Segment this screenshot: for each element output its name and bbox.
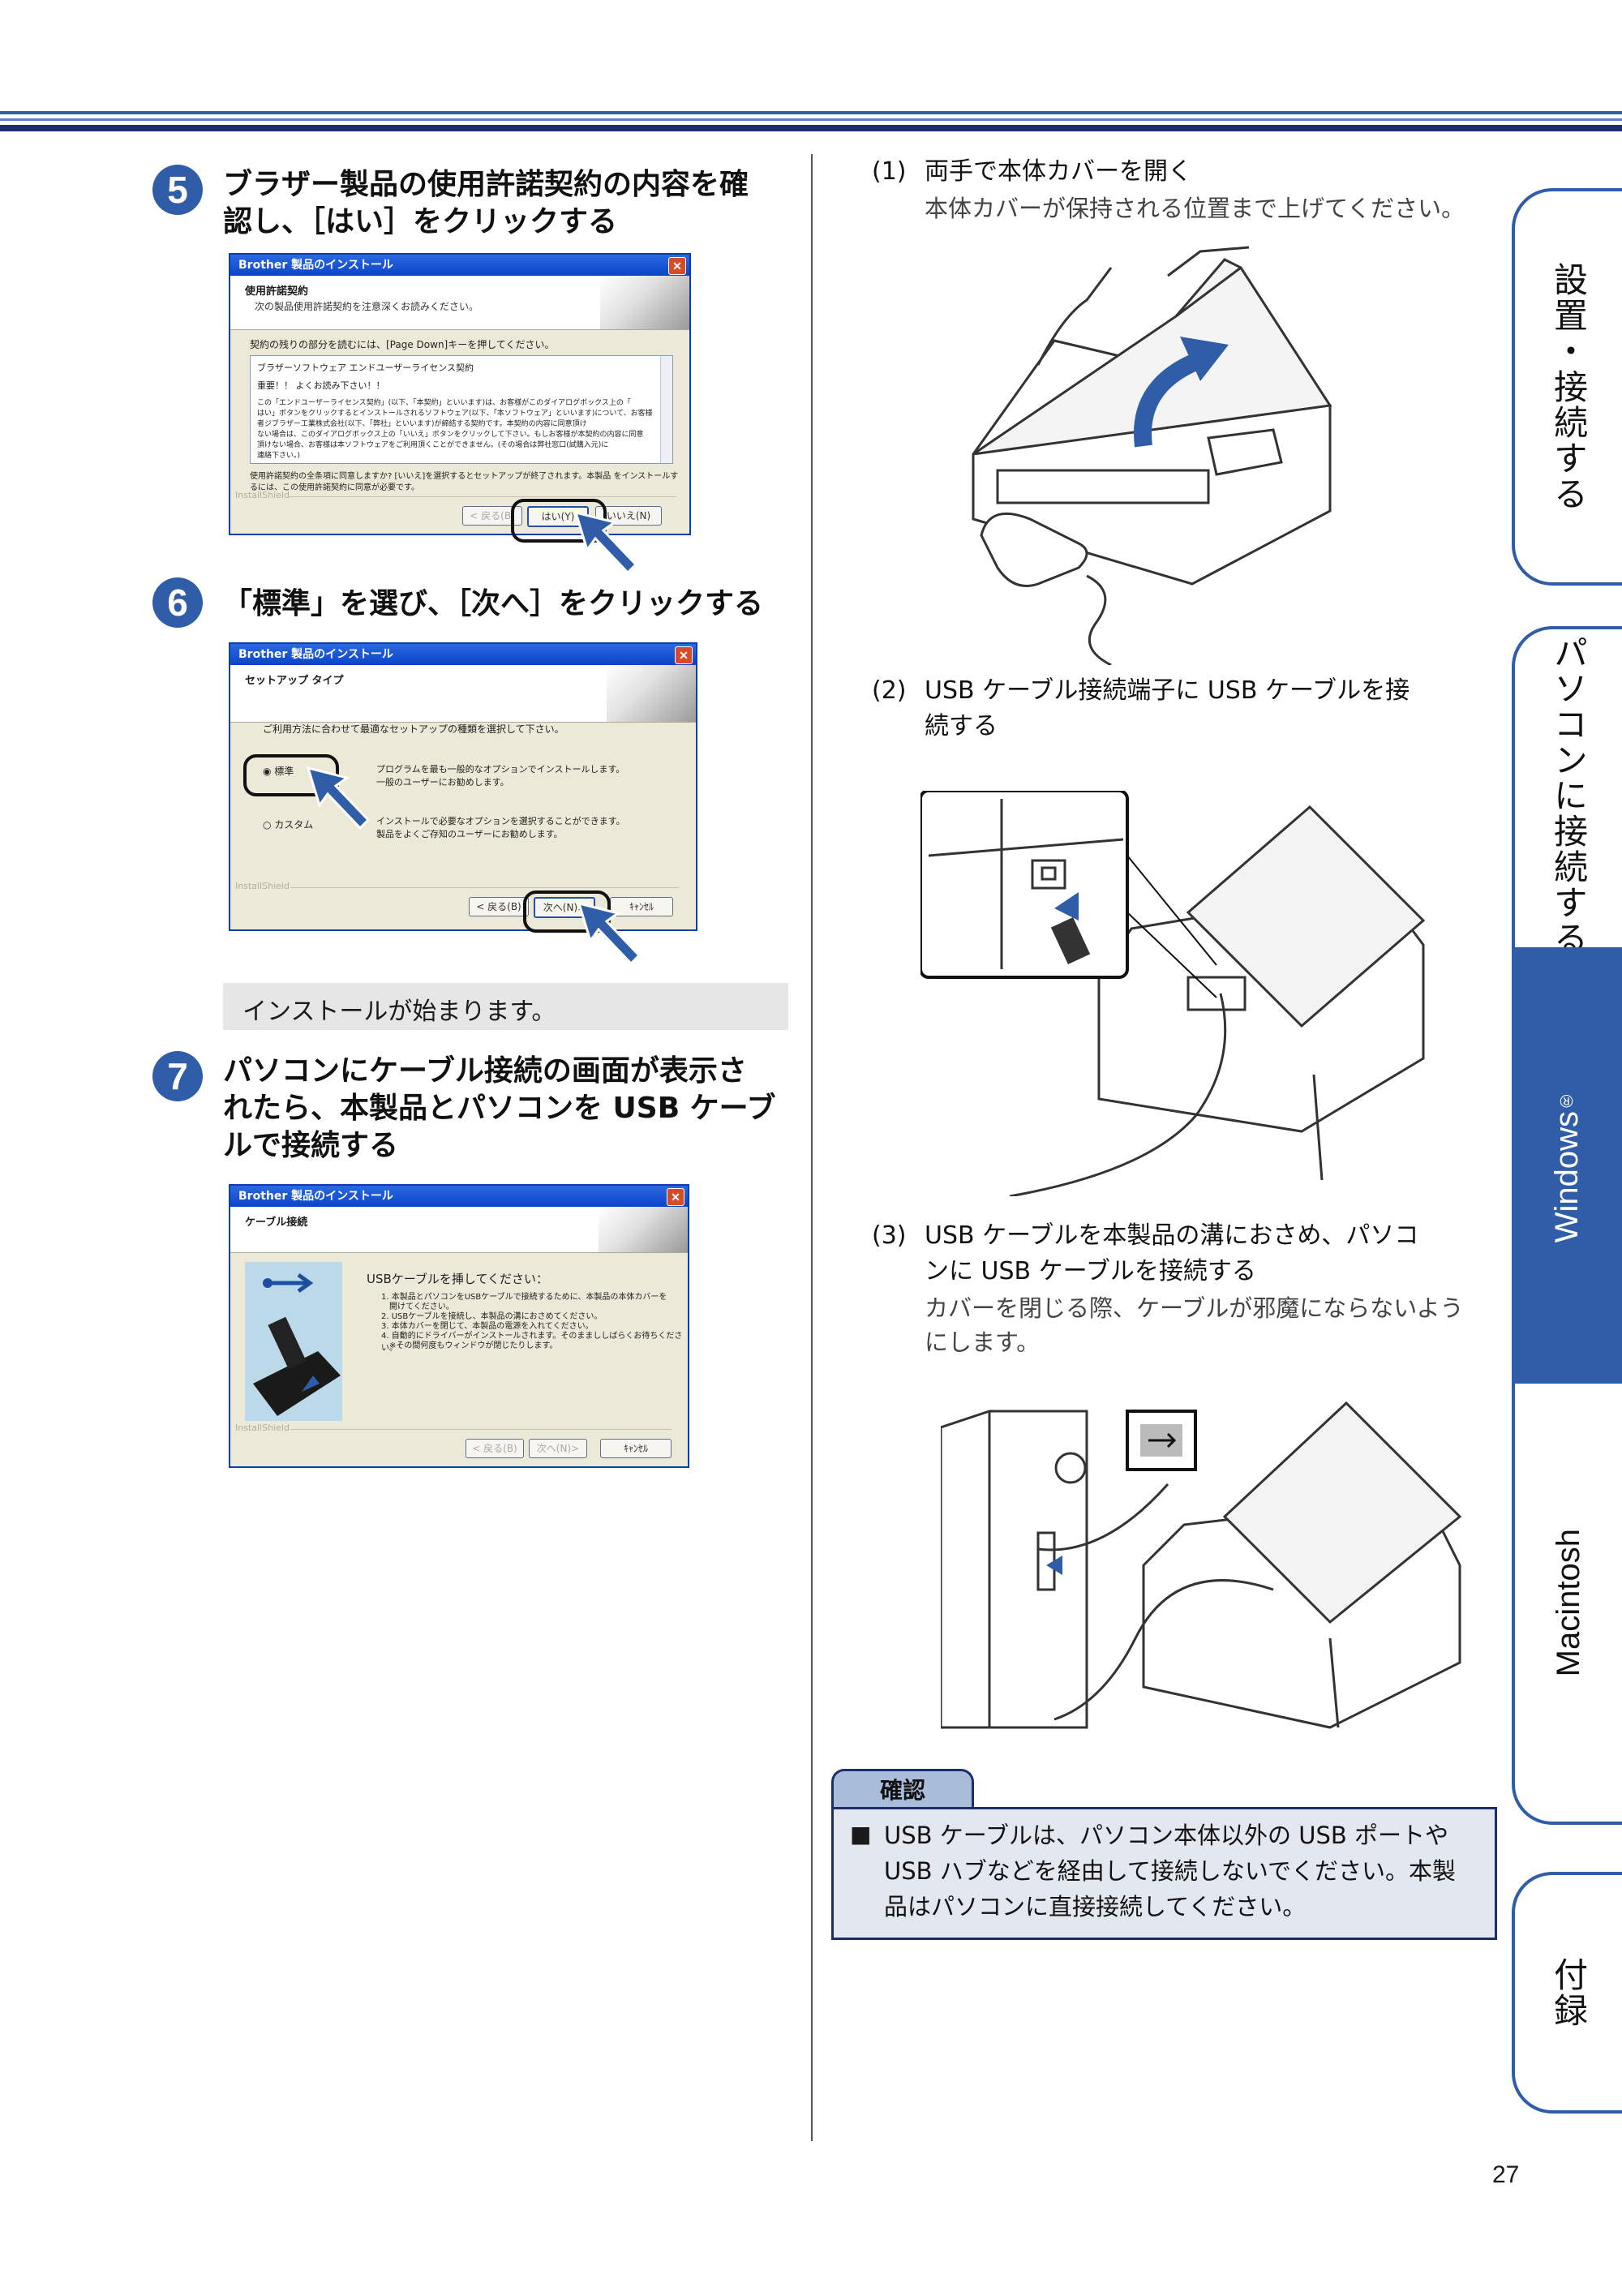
window-titlebar: Brother 製品のインストール ✕ xyxy=(230,1186,688,1207)
substep-title: 両手で本体カバーを開く xyxy=(925,157,1192,186)
tab-macintosh[interactable]: Macintosh xyxy=(1512,1384,1622,1825)
setup-type-dialog: Brother 製品のインストール ✕ セットアップ タイプ ご利用方法に合わせ… xyxy=(229,642,697,931)
window-titlebar: Brother 製品のインストール ✕ xyxy=(230,255,689,276)
close-button[interactable]: ✕ xyxy=(675,646,693,664)
substep-number: (1) xyxy=(872,157,907,186)
scrollbar[interactable] xyxy=(660,356,672,463)
header-stripe xyxy=(0,125,1622,131)
printer-open-cover-illustration xyxy=(972,246,1332,665)
usb-port-connection-illustration xyxy=(920,791,1426,1196)
tab-setup[interactable]: 設置・接続する xyxy=(1512,188,1622,586)
substep-number: (2) xyxy=(872,676,907,705)
dialog-header: ケーブル接続 xyxy=(230,1207,688,1253)
brand-image xyxy=(600,276,689,329)
substep-number: (3) xyxy=(872,1221,907,1250)
brand-image xyxy=(607,665,696,722)
back-button[interactable]: < 戻る(B) xyxy=(466,1439,524,1458)
tab-windows[interactable]: Windows® xyxy=(1512,947,1622,1387)
radio-custom[interactable]: ○ カスタム xyxy=(263,819,314,830)
brand-image xyxy=(599,1207,688,1252)
step-title: パソコンにケーブル接続の画面が表示されたら、本製品とパソコンを USB ケーブル… xyxy=(223,1054,776,1162)
close-button[interactable]: ✕ xyxy=(667,1188,684,1206)
confirm-tab: 確認 xyxy=(831,1769,974,1812)
separator xyxy=(290,1429,672,1430)
pc-printer-usb-illustration xyxy=(941,1401,1462,1729)
page-number: 27 xyxy=(1492,2161,1520,2188)
pointer-arrow-icon xyxy=(577,902,642,966)
pointer-arrow-icon xyxy=(307,766,371,830)
cancel-button[interactable]: ｷｬﾝｾﾙ xyxy=(600,1439,672,1458)
step-number: 7 xyxy=(152,1051,203,1101)
header-stripe xyxy=(0,111,1622,114)
license-textbox[interactable]: ブラザーソフトウェア エンドユーザーライセンス契約 重要！！ よくお読み下さい！… xyxy=(250,355,673,464)
step-number: 5 xyxy=(152,165,203,215)
close-button[interactable]: ✕ xyxy=(668,257,686,275)
step-title: 「標準」を選び、［次へ］をクリックする xyxy=(223,587,764,620)
usb-connection-illustration xyxy=(245,1262,342,1421)
install-note-box: インストールが始まります。 xyxy=(223,983,788,1030)
tab-appendix[interactable]: 付録 xyxy=(1512,1872,1622,2114)
next-button[interactable]: 次へ(N)> xyxy=(534,897,595,918)
substep-description: カバーを閉じる際、ケーブルが邪魔にならないようにします。 xyxy=(925,1294,1464,1356)
substep-title: USB ケーブルを本製品の溝におさめ、パソコンに USB ケーブルを接続する xyxy=(925,1221,1419,1285)
header-stripe xyxy=(0,118,1622,121)
separator xyxy=(287,496,676,497)
step-title: ブラザー製品の使用許諾契約の内容を確認し、［はい］をクリックする xyxy=(223,168,749,238)
substep-title: USB ケーブル接続端子に USB ケーブルを接続する xyxy=(925,676,1410,740)
license-dialog: Brother 製品のインストール ✕ 使用許諾契約 次の製品使用許諾契約を注意… xyxy=(229,253,691,535)
dialog-header: 使用許諾契約 次の製品使用許諾契約を注意深くお読みください。 xyxy=(230,276,689,330)
pointer-arrow-icon xyxy=(574,511,638,575)
window-titlebar: Brother 製品のインストール ✕ xyxy=(230,644,696,665)
step-number: 6 xyxy=(152,577,203,628)
next-button[interactable]: 次へ(N)> xyxy=(529,1439,587,1458)
tab-pc-connect[interactable]: パソコンに接続する xyxy=(1512,626,1622,962)
substep-description: 本体カバーが保持される位置まで上げてください。 xyxy=(925,195,1465,222)
cable-connection-dialog: Brother 製品のインストール ✕ ケーブル接続 USBケーブルを挿してくだ… xyxy=(229,1184,689,1468)
separator xyxy=(290,887,680,888)
dialog-header: セットアップ タイプ xyxy=(230,665,696,723)
column-divider xyxy=(811,154,813,2141)
radio-standard[interactable]: ◉ 標準 xyxy=(263,766,294,777)
back-button[interactable]: < 戻る(B) xyxy=(469,897,529,916)
